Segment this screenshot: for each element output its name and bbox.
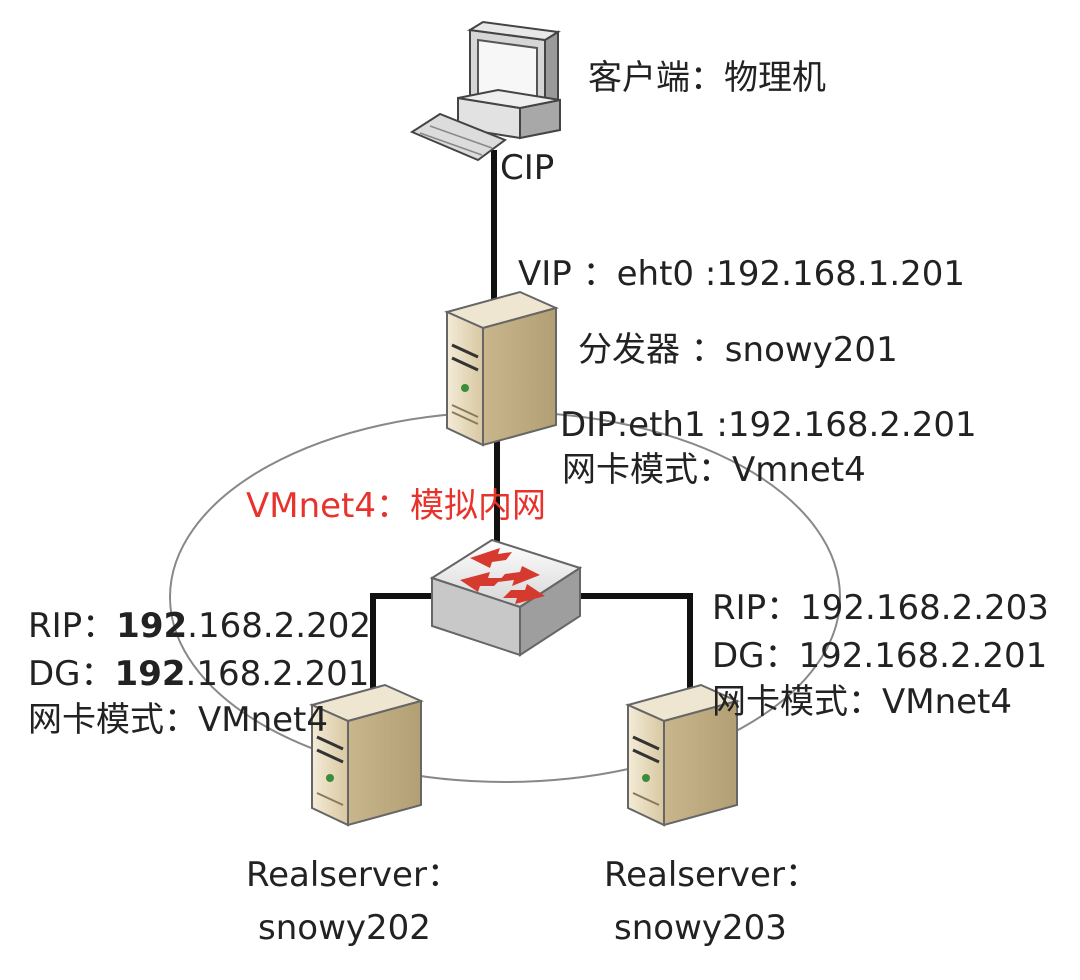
rs1-dg-value-bold: 192 xyxy=(114,654,186,694)
rs1-rip-label: RIP：192.168.2.202 xyxy=(28,606,371,646)
rs1-caption-line2: snowy202 xyxy=(258,908,431,948)
realserver-2-icon xyxy=(625,683,740,827)
rs1-rip-value-bold: 192 xyxy=(116,606,188,646)
rs2-dg-key: DG： xyxy=(712,636,799,676)
rs2-dg-label: DG：192.168.2.201 xyxy=(712,636,1047,676)
switch-icon xyxy=(429,538,583,657)
client-label: 客户端：物理机 xyxy=(588,58,826,98)
rs2-nic-mode-label: 网卡模式：VMnet4 xyxy=(712,682,1013,722)
rs2-caption-line2: snowy203 xyxy=(614,908,787,948)
director-server-icon xyxy=(444,290,559,447)
director-name-label: 分发器 ：snowy201 xyxy=(578,330,898,370)
rs1-nic-mode-label: 网卡模式：VMnet4 xyxy=(28,700,329,740)
vip-label: VIP ：eht0 :192.168.1.201 xyxy=(518,254,966,294)
rs1-dg-key: DG： xyxy=(28,654,115,694)
rs1-dg-label: DG：192.168.2.201 xyxy=(28,654,369,694)
rs1-rip-value-rest: .168.2.202 xyxy=(187,606,371,646)
rs2-dg-value: 192.168.2.201 xyxy=(798,636,1048,676)
director-nic-mode-label: 网卡模式：Vmnet4 xyxy=(562,450,866,490)
link-switch-rs2 xyxy=(575,593,693,695)
desktop-computer-icon xyxy=(409,20,561,162)
realserver-1-icon xyxy=(309,683,424,827)
rs2-caption-line1: Realserver： xyxy=(604,855,819,895)
rs2-rip-value: 192.168.2.203 xyxy=(800,588,1049,628)
rs1-dg-value-rest: .168.2.201 xyxy=(185,654,370,694)
rs1-rip-key: RIP： xyxy=(28,606,117,646)
cip-label: CIP xyxy=(500,148,555,188)
link-switch-rs1 xyxy=(370,593,435,700)
rs1-caption-line1: Realserver： xyxy=(246,855,461,895)
network-label: VMnet4：模拟内网 xyxy=(246,486,547,526)
rs2-rip-key: RIP： xyxy=(712,588,801,628)
rs2-rip-label: RIP：192.168.2.203 xyxy=(712,588,1049,628)
dip-label: DIP:eth1 :192.168.2.201 xyxy=(560,405,977,445)
